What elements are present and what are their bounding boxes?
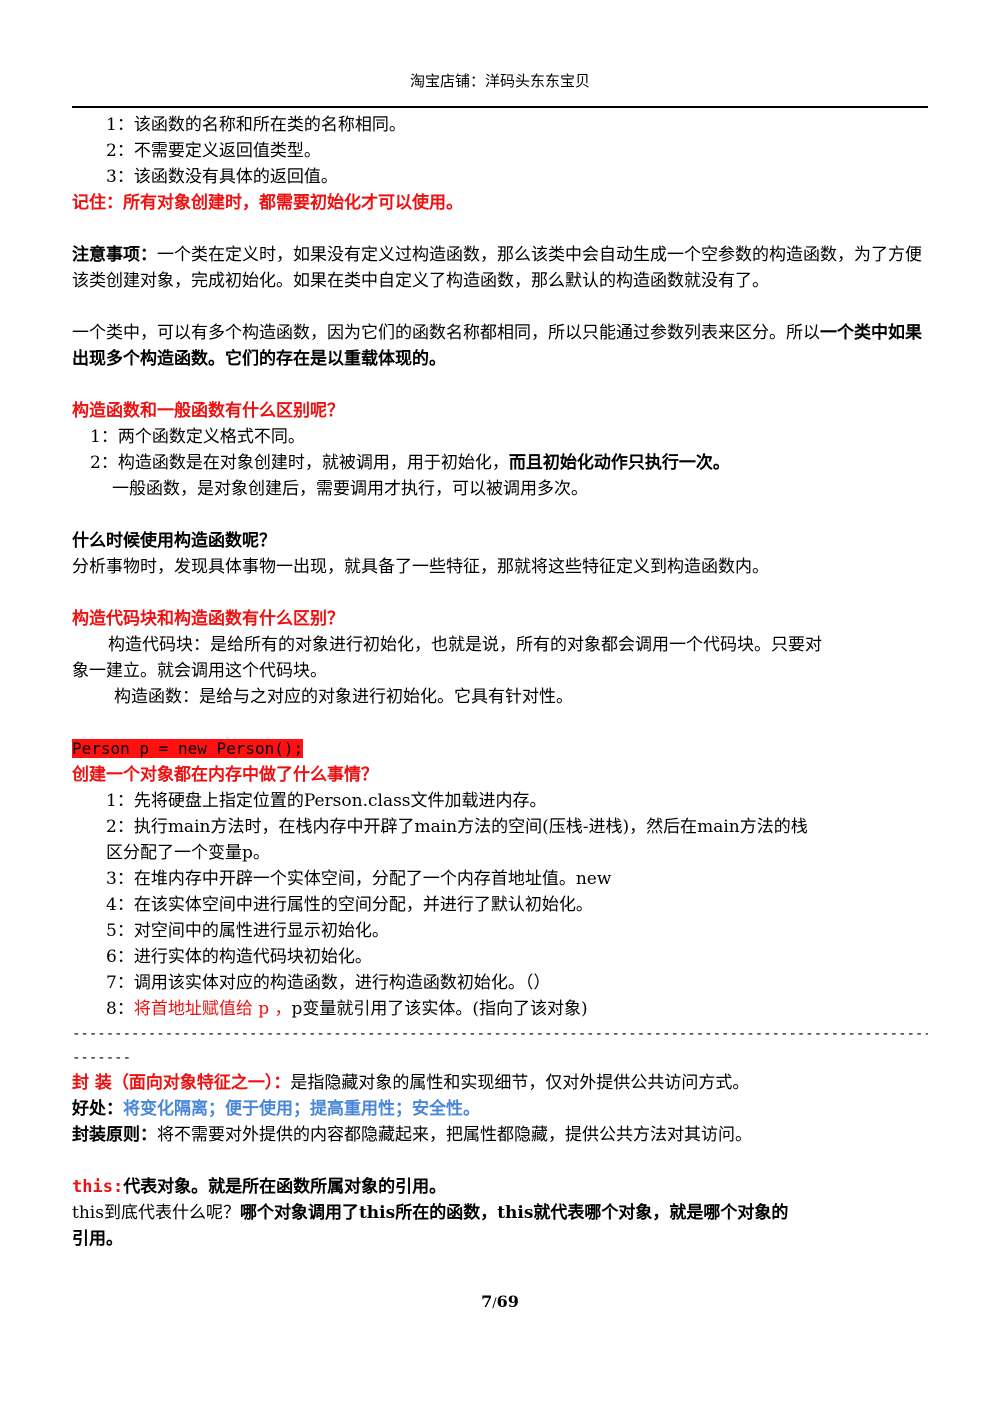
benefit-line: 好处：将变化隔离；便于使用；提高重用性；安全性。 xyxy=(72,1096,928,1122)
this-question-cont: 引用。 xyxy=(72,1229,123,1249)
memory-step-7: 7：调用该实体对应的构造函数，进行构造函数初始化。（） xyxy=(106,973,551,993)
principle-line: 封装原则：将不需要对外提供的内容都隐藏起来，把属性都隐藏，提供公共方法对其访问。 xyxy=(72,1122,928,1148)
memory-step-8-rest: p变量就引用了该实体。(指向了该对象) xyxy=(291,999,588,1019)
principle-text: 将不需要对外提供的内容都隐藏起来，把属性都隐藏，提供公共方法对其访问。 xyxy=(157,1125,752,1145)
block-line-2: 构造函数：是给与之对应的对象进行初始化。它具有针对性。 xyxy=(114,687,573,707)
principle-label: 封装原则： xyxy=(72,1125,157,1145)
benefit-label: 好处： xyxy=(72,1099,123,1119)
diff-heading: 构造函数和一般函数有什么区别呢？ xyxy=(72,401,344,421)
page-separator: / xyxy=(492,1296,497,1311)
memory-step-3: 3：在堆内存中开辟一个实体空间，分配了一个内存首地址值。new xyxy=(106,869,612,889)
this-question: this到底代表什么呢？哪个对象调用了this所在的函数，this就代表哪个对象… xyxy=(72,1200,928,1226)
code-highlight: Person p = new Person(); xyxy=(72,739,304,758)
this-heading-text: 代表对象。就是所在函数所属对象的引用。 xyxy=(123,1177,447,1197)
memory-step-5: 5：对空间中的属性进行显示初始化。 xyxy=(106,921,389,941)
dash-divider-1: ----------------------------------------… xyxy=(72,1026,928,1042)
block-line-1b: 象一建立。就会调用这个代码块。 xyxy=(72,661,327,681)
diff-line-2: 2：构造函数是在对象创建时，就被调用，用于初始化，而且初始化动作只执行一次。 xyxy=(72,450,928,476)
page-header: 淘宝店铺：洋码头东东宝贝 xyxy=(409,72,590,90)
page-number: 7/69 xyxy=(72,1292,928,1311)
page-total: 69 xyxy=(496,1292,519,1311)
notice-paragraph: 注意事项：一个类在定义时，如果没有定义过构造函数，那么该类中会自动生成一个空参数… xyxy=(72,242,928,294)
when-heading: 什么时候使用构造函数呢？ xyxy=(72,531,276,551)
notice-label: 注意事项： xyxy=(72,245,157,265)
diff-line-2-bold: 而且初始化动作只执行一次。 xyxy=(508,453,730,473)
overload-text: 一个类中，可以有多个构造函数，因为它们的函数名称都相同，所以只能通过参数列表来区… xyxy=(72,323,820,343)
when-text: 分析事物时，发现具体事物一出现，就具备了一些特征，那就将这些特征定义到构造函数内… xyxy=(72,557,769,577)
constructor-feature-2: 2：不需要定义返回值类型。 xyxy=(106,141,321,161)
memory-step-4: 4：在该实体空间中进行属性的空间分配，并进行了默认初始化。 xyxy=(106,895,593,915)
overload-paragraph: 一个类中，可以有多个构造函数，因为它们的函数名称都相同，所以只能通过参数列表来区… xyxy=(72,320,928,372)
remember-note: 记住：所有对象创建时，都需要初始化才可以使用。 xyxy=(72,193,463,213)
this-heading: this:代表对象。就是所在函数所属对象的引用。 xyxy=(72,1174,928,1200)
memory-heading: 创建一个对象都在内存中做了什么事情？ xyxy=(72,765,378,785)
overload-bold: 一个类中如果出现多个构造函数。它们的存在是以重载体现的。 xyxy=(72,323,922,369)
memory-step-2-cont: 区分配了一个变量p。 xyxy=(106,843,270,863)
page-current: 7 xyxy=(481,1292,493,1311)
this-label: this: xyxy=(72,1177,124,1197)
encap-text: 是指隐藏对象的属性和实现细节，仅对外提供公共访问方式。 xyxy=(290,1073,750,1093)
memory-step-8-red: 将首地址赋值给 p ， xyxy=(133,999,292,1019)
memory-step-1: 1：先将硬盘上指定位置的Person.class文件加载进内存。 xyxy=(106,791,547,811)
benefit-text: 将变化隔离；便于使用；提高重用性；安全性。 xyxy=(123,1099,480,1119)
this-question-prefix: this到底代表什么呢？ xyxy=(72,1203,240,1223)
memory-step-8-prefix: 8： xyxy=(106,999,134,1019)
diff-line-3: 一般函数，是对象创建后，需要调用才执行，可以被调用多次。 xyxy=(112,479,588,499)
block-heading: 构造代码块和构造函数有什么区别？ xyxy=(72,609,344,629)
constructor-feature-1: 1：该函数的名称和所在类的名称相同。 xyxy=(106,115,406,135)
encap-label: 封 装（面向对象特征之一）： xyxy=(72,1073,291,1093)
header-rule xyxy=(72,106,928,108)
encap-line: 封 装（面向对象特征之一）：是指隐藏对象的属性和实现细节，仅对外提供公共访问方式… xyxy=(72,1070,928,1096)
this-question-bold: 哪个对象调用了this所在的函数，this就代表哪个对象，就是哪个对象的 xyxy=(239,1203,789,1223)
notice-text: 一个类在定义时，如果没有定义过构造函数，那么该类中会自动生成一个空参数的构造函数… xyxy=(72,245,922,291)
diff-line-1: 1：两个函数定义格式不同。 xyxy=(90,427,305,447)
code-line: Person p = new Person(); xyxy=(72,736,928,762)
document-body: 1：该函数的名称和所在类的名称相同。 2：不需要定义返回值类型。 3：该函数没有… xyxy=(72,112,928,1252)
memory-step-8: 8：将首地址赋值给 p ，p变量就引用了该实体。(指向了该对象) xyxy=(72,996,928,1022)
memory-step-6: 6：进行实体的构造代码块初始化。 xyxy=(106,947,372,967)
diff-line-2-text: 2：构造函数是在对象创建时，就被调用，用于初始化， xyxy=(90,453,509,473)
block-line-1a: 构造代码块：是给所有的对象进行初始化，也就是说，所有的对象都会调用一个代码块。只… xyxy=(108,635,822,655)
dash-divider-2: ------- xyxy=(72,1050,132,1066)
memory-step-2: 2：执行main方法时，在栈内存中开辟了main方法的空间(压栈-进栈)，然后在… xyxy=(106,817,808,837)
constructor-feature-3: 3：该函数没有具体的返回值。 xyxy=(106,167,338,187)
